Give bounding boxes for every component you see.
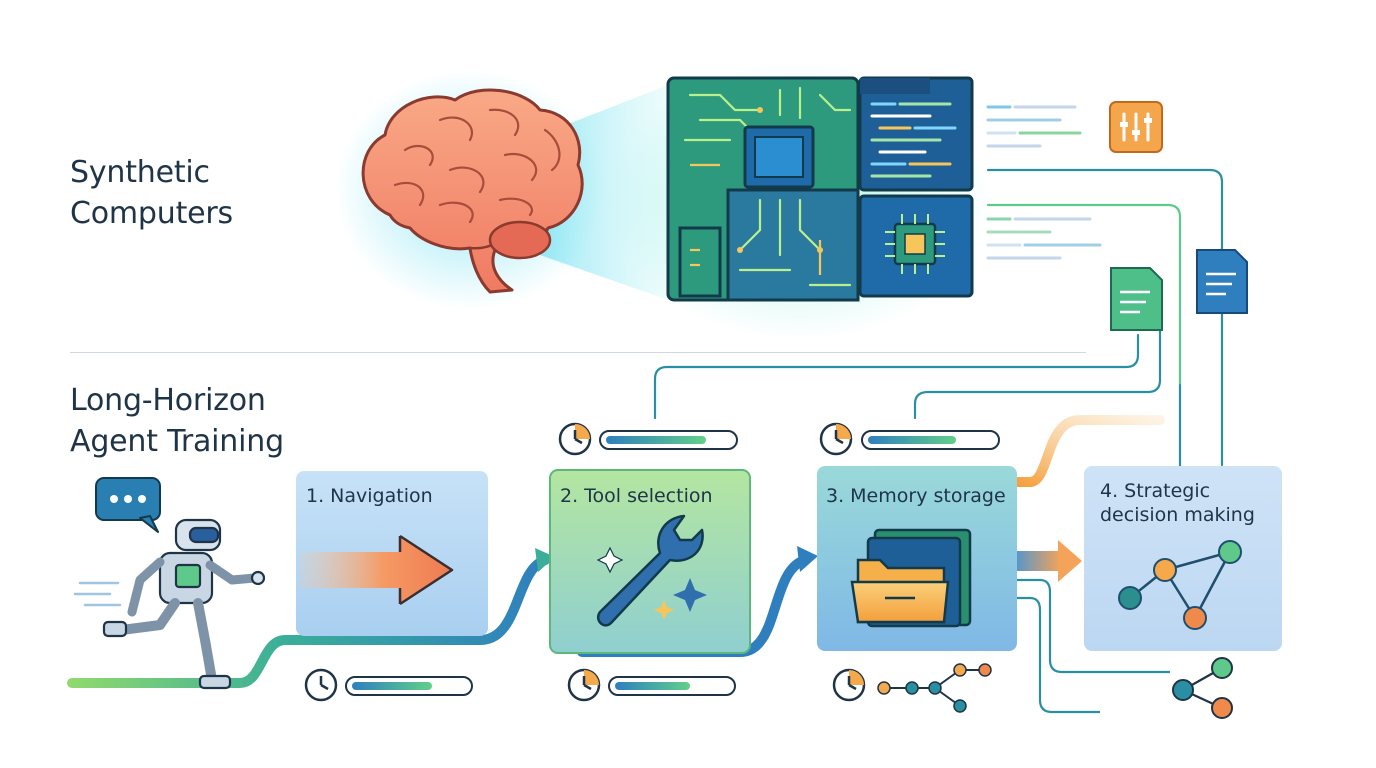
clock-icon [558, 422, 592, 456]
step-4-label-line: decision making [1100, 504, 1255, 526]
speed-lines [73, 581, 122, 607]
clock-icon [304, 668, 338, 702]
section-heading-agent-training: Long-Horizon Agent Training [70, 380, 284, 462]
step-1-label: 1. Navigation [306, 485, 433, 507]
step-4-label: 4. Strategic decision making [1100, 479, 1255, 527]
equalizer-icon [1109, 101, 1163, 153]
path-arrowhead [535, 548, 555, 572]
folder-icon [850, 528, 972, 628]
arrow-icon [300, 534, 454, 606]
progress-bar-icon [599, 430, 738, 450]
heading-line: Agent Training [70, 424, 284, 459]
clock-icon [567, 668, 601, 702]
brain-icon [361, 88, 584, 294]
data-stream-lines [986, 105, 1102, 260]
progress-path [67, 555, 550, 688]
progress-bar-icon [608, 676, 736, 696]
section-divider [70, 352, 1086, 353]
step-2-label: 2. Tool selection [560, 485, 713, 507]
progress-bar-icon [861, 430, 1000, 450]
robot-icon [102, 518, 266, 690]
heading-line: Computers [70, 196, 233, 231]
path-arrowhead-2 [797, 546, 818, 572]
clock-icon [819, 422, 853, 456]
document-icon [1110, 249, 1248, 331]
step-arrow [1017, 540, 1082, 582]
orange-connector [1010, 415, 1165, 487]
circuit-board-icon [666, 76, 860, 302]
sparkle-icon [596, 546, 707, 620]
clock-icon [832, 668, 866, 702]
lower-connectors [1017, 578, 1170, 714]
heading-line: Long-Horizon [70, 383, 266, 418]
wrench-icon [596, 514, 704, 627]
progress-bar-icon [345, 676, 473, 696]
graph-icon [1118, 540, 1242, 630]
chat-bubble-icon [95, 477, 161, 533]
step-3-label: 3. Memory storage [826, 485, 1006, 507]
heading-line: Synthetic [70, 155, 210, 190]
code-panel-icon [858, 76, 974, 192]
node-graph-icon [877, 663, 992, 713]
step-4-label-line: 4. Strategic [1100, 480, 1211, 502]
connector-lines [653, 168, 1224, 472]
section-heading-synthetic-computers: Synthetic Computers [70, 152, 233, 234]
chip-panel-icon [858, 194, 974, 298]
node-graph-icon [1172, 657, 1233, 719]
